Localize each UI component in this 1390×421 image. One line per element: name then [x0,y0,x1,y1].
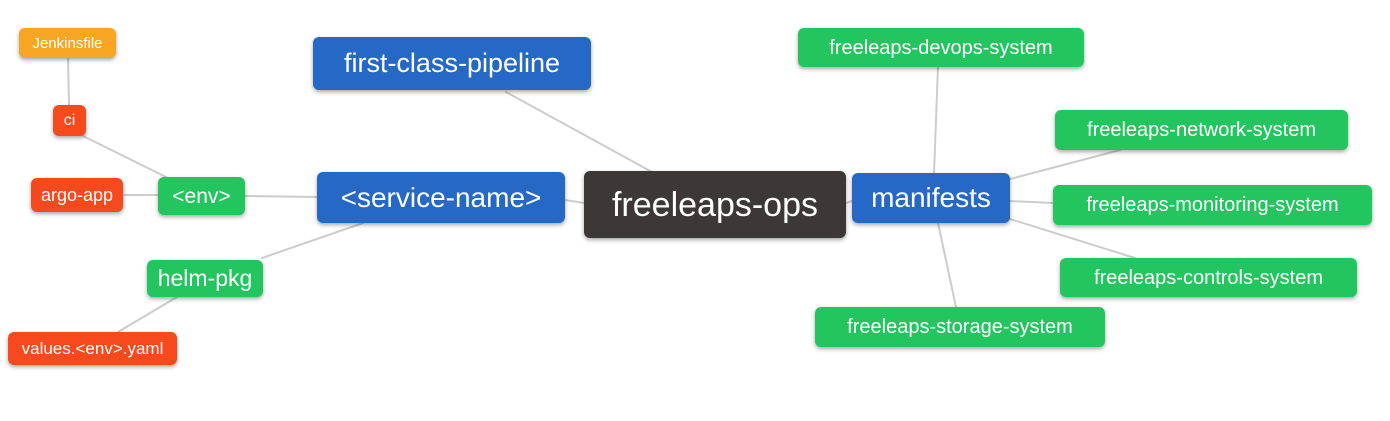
edge-manifests-freeleaps-controls-system [1009,218,1136,259]
edge-ci-env [82,135,169,179]
node-label: first-class-pipeline [343,48,561,78]
edge-manifests-freeleaps-monitoring-system [1009,200,1054,204]
edge-manifests-freeleaps-network-system [1009,149,1121,180]
node-label: values.<env>.yaml [21,339,164,358]
edge-first-class-pipeline-freeleaps-ops [505,91,653,173]
node-env[interactable]: <env> [158,177,245,215]
node-service-name[interactable]: <service-name> [317,172,565,223]
node-freeleaps-controls-system[interactable]: freeleaps-controls-system [1060,258,1357,297]
node-ci[interactable]: ci [53,105,86,136]
edge-manifests-freeleaps-devops-system [933,66,939,174]
edge-env-service-name [244,195,318,198]
node-freeleaps-storage-system[interactable]: freeleaps-storage-system [815,307,1105,347]
node-freeleaps-network-system[interactable]: freeleaps-network-system [1055,110,1348,150]
node-manifests[interactable]: manifests [852,173,1010,223]
node-label: freeleaps-devops-system [829,36,1053,59]
edge-jenkinsfile-ci [67,57,70,106]
node-label: freeleaps-monitoring-system [1086,194,1339,216]
node-label: freeleaps-ops [611,185,818,224]
edge-freeleaps-ops-manifests [845,200,853,204]
node-values-env-yaml[interactable]: values.<env>.yaml [8,332,177,365]
node-label: freeleaps-network-system [1087,119,1316,141]
node-label: <env> [172,184,231,208]
edge-values-env-yaml-helm-pkg [117,296,178,333]
edge-helm-pkg-service-name [261,222,364,259]
node-label: argo-app [40,185,114,205]
node-freeleaps-monitoring-system[interactable]: freeleaps-monitoring-system [1053,185,1372,225]
edge-manifests-freeleaps-storage-system [937,222,957,308]
node-first-class-pipeline[interactable]: first-class-pipeline [313,37,591,90]
node-label: manifests [871,182,991,213]
node-label: Jenkinsfile [32,34,103,52]
node-jenkinsfile[interactable]: Jenkinsfile [19,28,116,58]
node-label: freeleaps-controls-system [1094,266,1323,289]
node-label: freeleaps-storage-system [847,316,1073,338]
node-freeleaps-devops-system[interactable]: freeleaps-devops-system [798,28,1084,67]
node-label: ci [63,111,76,129]
node-label: <service-name> [340,181,542,213]
node-argo-app[interactable]: argo-app [31,178,123,212]
edge-service-name-freeleaps-ops [564,199,585,204]
node-label: helm-pkg [157,265,253,291]
node-helm-pkg[interactable]: helm-pkg [147,260,263,297]
node-freeleaps-ops[interactable]: freeleaps-ops [584,171,846,238]
